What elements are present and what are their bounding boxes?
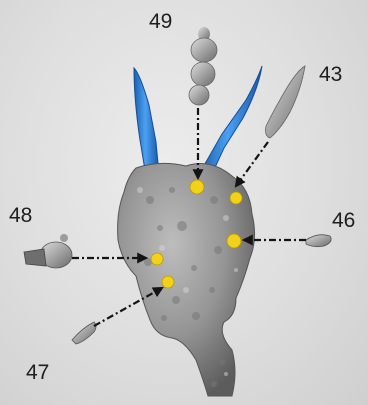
label-46: 46	[332, 210, 355, 231]
marker-47	[162, 276, 174, 288]
marker-46	[227, 234, 241, 248]
fragment-43	[266, 66, 306, 138]
label-43: 43	[319, 64, 342, 85]
marker-48	[151, 253, 163, 265]
label-48: 48	[9, 205, 32, 226]
fragment-49	[189, 27, 217, 105]
label-49: 49	[149, 11, 172, 32]
fragment-46	[306, 235, 331, 247]
marker-43	[230, 192, 242, 204]
left-blue-spine	[134, 68, 159, 176]
marker-49	[190, 180, 204, 194]
fragment-48	[24, 234, 72, 268]
fragment-47	[72, 322, 96, 344]
arrow-43	[236, 142, 268, 186]
label-47: 47	[26, 362, 49, 383]
